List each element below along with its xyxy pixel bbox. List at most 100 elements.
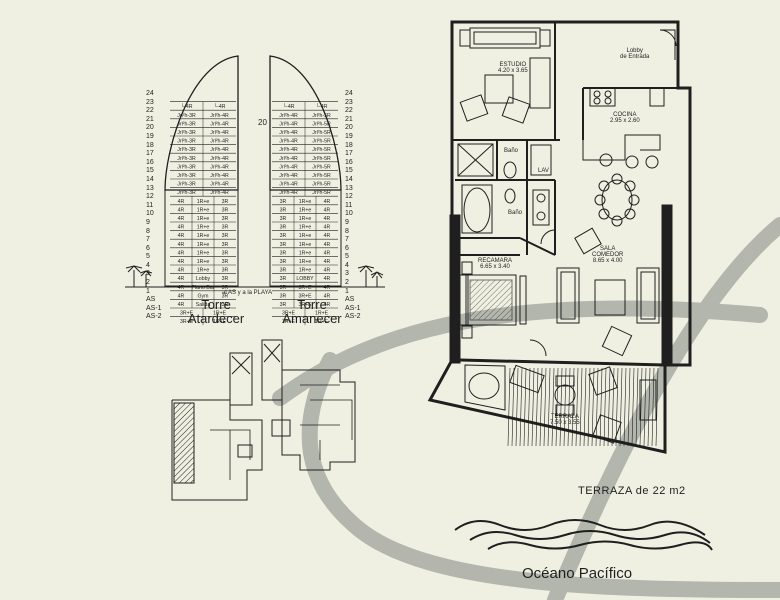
unit-label: 3R (222, 250, 229, 256)
shared-floor-number: 20 (258, 118, 267, 127)
floor-row: └-4R└-4R (180, 101, 226, 111)
beach-access-note: al AS y a la PLAYA (222, 290, 273, 296)
unit-label: 1R+e (197, 199, 210, 205)
unit-label: 3R (222, 302, 229, 308)
shower-icon (457, 143, 494, 177)
terrace (464, 364, 659, 447)
unit-label: 3R (222, 268, 229, 274)
unit-label: 1R+e (197, 207, 210, 213)
bathroom-fixtures (457, 143, 552, 234)
unit-label: 1R+e (299, 242, 312, 248)
unit-label: 1R+e (299, 233, 312, 239)
unit-label: Lobby (196, 276, 211, 282)
unit-label: Jrl²h-3R (177, 147, 196, 153)
floor-number: 10 (146, 210, 154, 218)
deck-plank (595, 367, 599, 447)
floor-number: 12 (345, 193, 353, 201)
unit-label: Jrl²h-4R (279, 164, 298, 170)
tower-atardecer-lower (164, 189, 239, 287)
unit-label: 1R+E (213, 311, 227, 317)
deck-plank (539, 367, 543, 447)
site-wing-atardecer (171, 399, 263, 501)
unit-label: 4R (178, 268, 185, 274)
unit-label: Jrl²h-5R (312, 139, 331, 145)
unit-label: └-4R (180, 103, 192, 110)
armchair-icon (459, 94, 489, 122)
unit-label: 4R (178, 199, 185, 205)
room-label-lav: LAV (538, 168, 549, 174)
interior-walls (452, 22, 690, 367)
floor-row: 4R 1R+e 3R (178, 265, 229, 274)
floor-number: 15 (345, 167, 353, 175)
floor-number: 23 (146, 98, 154, 106)
unit-label: 1R+e (299, 199, 312, 205)
unit-label: 4R (324, 268, 331, 274)
deck-plank (607, 367, 611, 447)
floor-number: 14 (146, 175, 154, 183)
deck-plank (535, 367, 539, 447)
unit-label: 3R+E (298, 302, 312, 308)
deck-plank (635, 367, 639, 447)
floor-number: 18 (345, 141, 353, 149)
room-label-terraza: TERRAZA 7.50 x 3.55 (550, 414, 580, 426)
unit-label: Jrl²h-3R (177, 113, 196, 119)
tower-atardecer-name: Torre Atardecer (187, 297, 245, 326)
room-label-lobby: Lobby de Entrada (620, 48, 650, 60)
ocean-label: Océano Pacífico (522, 565, 633, 582)
unit-label: 3R (222, 276, 229, 282)
unit-label: Jrl²h-4R (279, 156, 298, 162)
deck-plank (575, 367, 579, 447)
floor-number: AS-1 (146, 304, 162, 312)
palm-tree-right (357, 265, 384, 287)
unit-label: 4R (324, 276, 331, 282)
unit-label: Jrl²h-4R (279, 121, 298, 127)
deck-plank (515, 367, 519, 447)
unit-label: 3R (280, 207, 287, 213)
floor-number: 16 (345, 158, 353, 166)
floor-number: 15 (146, 167, 154, 175)
deck-plank (651, 367, 655, 447)
deck-plank (615, 367, 619, 447)
unit-label: 3R (222, 242, 229, 248)
unit-label: Jrl²h-4R (210, 147, 229, 153)
unit-label: 4R (178, 302, 185, 308)
planter-icon (639, 379, 657, 421)
unit-label: 4R (324, 250, 331, 256)
jacuzzi-icon (464, 364, 506, 411)
unit-label: Jrl²h-4R (210, 130, 229, 136)
floor-number: AS (146, 296, 156, 304)
floor-number: 20 (345, 124, 353, 132)
unit-label: 3R (280, 233, 287, 239)
deck-plank (523, 367, 527, 447)
coffee-table-icon (594, 279, 626, 316)
floor-number: 11 (146, 201, 154, 209)
unit-label: 4R (178, 293, 185, 299)
unit-label: 3R (280, 259, 287, 265)
unit-label: 3R+E (298, 285, 312, 291)
tower-amanecer-name: Torre Amanecer (282, 297, 342, 326)
unit-label: 1R+e (197, 216, 210, 222)
site-core-left (229, 352, 253, 406)
armchair-icon (574, 227, 602, 255)
room-label-estudio: ESTUDIO 4.20 x 3.65 (498, 62, 528, 74)
unit-label: 3R (280, 199, 287, 205)
floor-number: 13 (345, 184, 353, 192)
site-block (237, 444, 253, 458)
unit-label: 1R+e (197, 268, 210, 274)
unit-label: 4R (324, 216, 331, 222)
unit-label: 4R (178, 233, 185, 239)
